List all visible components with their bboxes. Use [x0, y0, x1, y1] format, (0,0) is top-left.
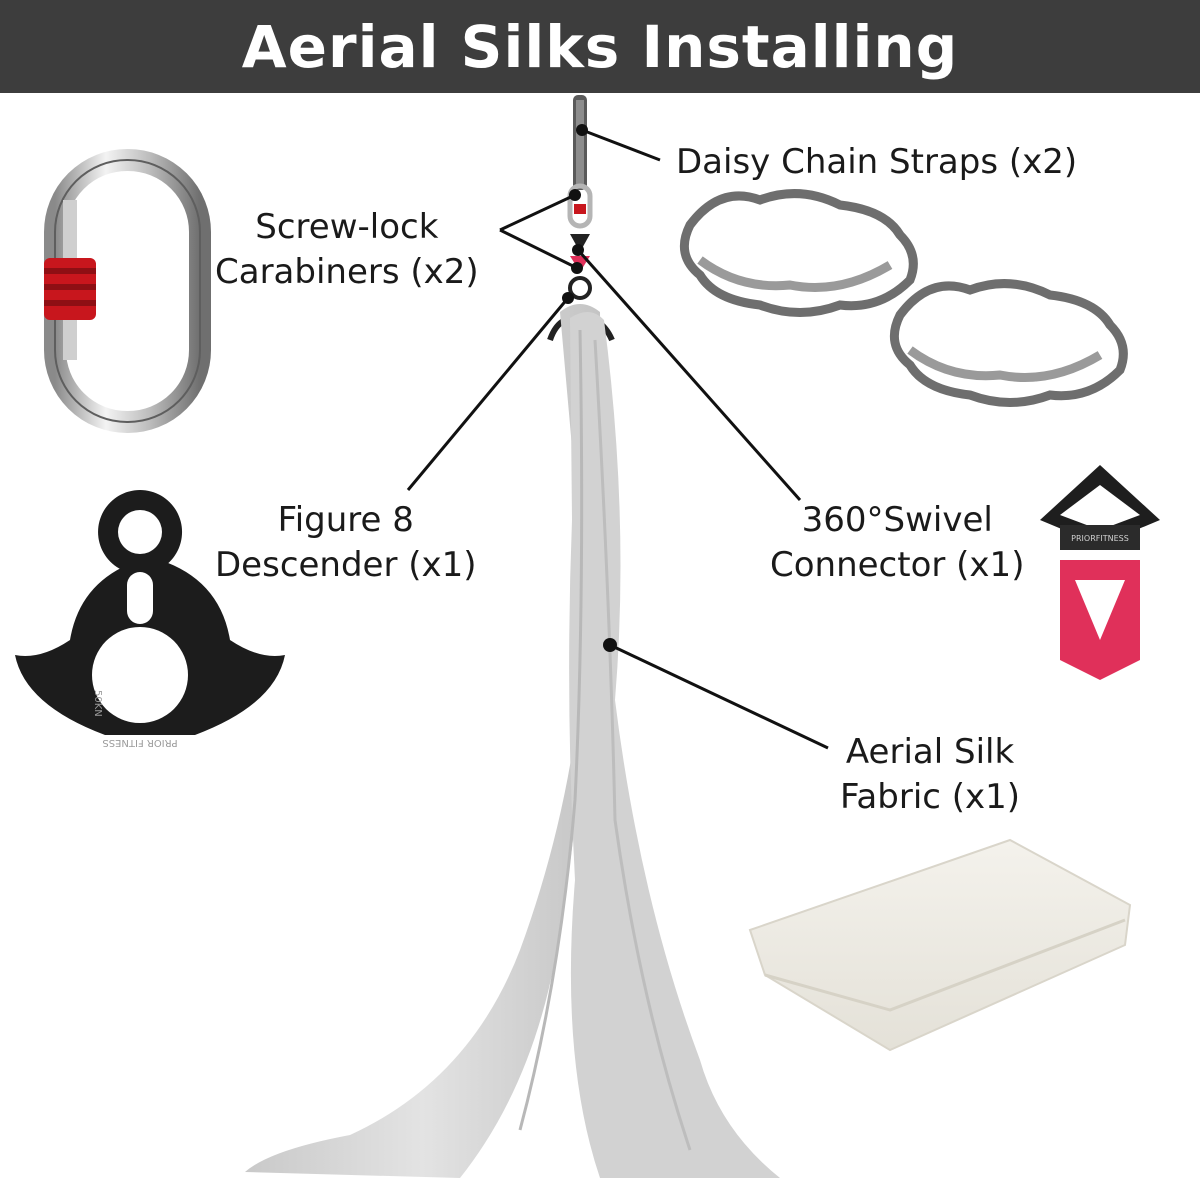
header-bar: Aerial Silks Installing [0, 0, 1200, 93]
silk-fabric-hanging [245, 304, 780, 1178]
swivel-brand-text: PRIORFITNESS [1071, 534, 1129, 543]
daisy-chain-label: Daisy Chain Straps (x2) [676, 142, 1078, 182]
carabiners-label: Screw-lock Carabiners (x2) [215, 207, 479, 292]
figure8-descender-product-image: PRIOR FITNESS 50KN [15, 490, 285, 748]
rig-carabiner [567, 183, 593, 229]
figure8-label: Figure 8 Descender (x1) [215, 500, 477, 585]
leader-lines [406, 128, 829, 750]
carabiner-product-image [44, 149, 211, 433]
page-title: Aerial Silks Installing [241, 12, 959, 81]
daisy-chain-product-image [679, 189, 1128, 407]
swivel-product-image: PRIORFITNESS [1040, 465, 1160, 680]
folded-fabric-product-image [748, 838, 1132, 1052]
swivel-label: 360°Swivel Connector (x1) [770, 500, 1025, 585]
silk-fabric-label: Aerial Silk Fabric (x1) [840, 732, 1021, 817]
leader-dots [562, 124, 617, 652]
hanging-strap [573, 95, 587, 190]
descender-rating-text: 50KN [92, 690, 103, 717]
descender-brand-text: PRIOR FITNESS [102, 737, 177, 748]
